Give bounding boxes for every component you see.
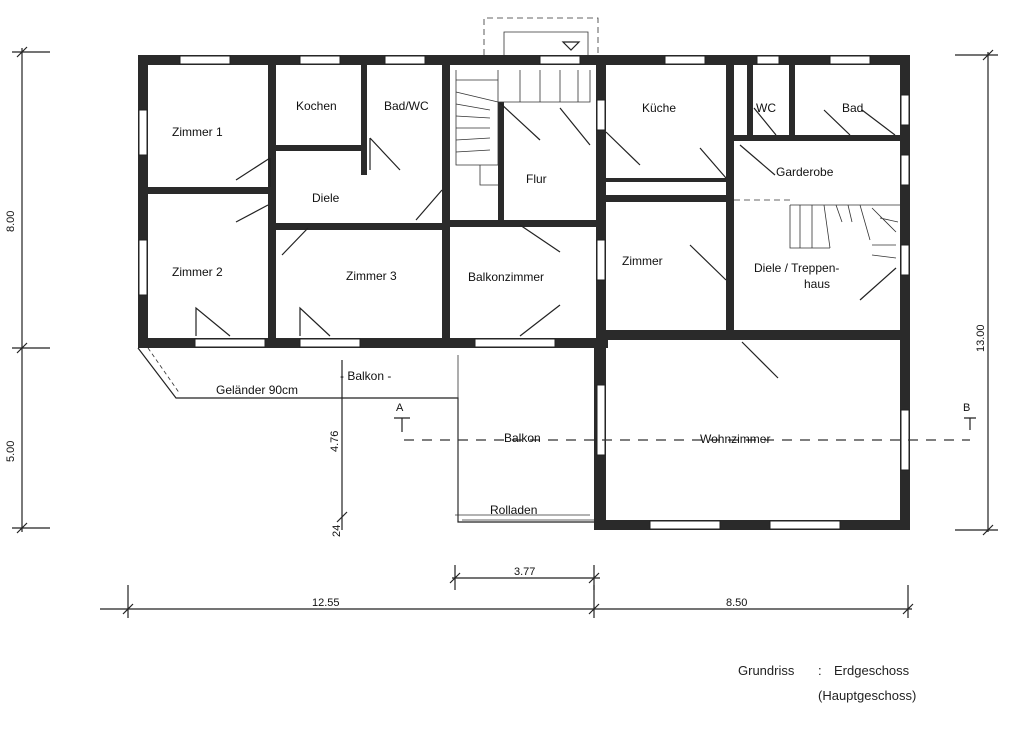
- label-wc: WC: [756, 101, 776, 115]
- label-flur: Flur: [526, 172, 547, 186]
- label-wohnzimmer: Wohnzimmer: [700, 432, 770, 446]
- label-balkon-upper: - Balkon -: [340, 369, 391, 383]
- dim-left-upper: 8.00: [5, 211, 17, 232]
- label-kochen: Kochen: [296, 99, 337, 113]
- label-balkonzimmer: Balkonzimmer: [468, 270, 544, 284]
- dim-width-right: 8.50: [726, 597, 747, 609]
- section-marker-a: A: [396, 402, 404, 414]
- label-bad: Bad: [842, 101, 863, 115]
- dim-right-total: 13.00: [975, 324, 987, 352]
- door-swings: [195, 102, 897, 379]
- dimension-lines: [12, 46, 998, 618]
- caption-label: Grundriss: [738, 663, 795, 678]
- caption-floor: Erdgeschoss: [834, 663, 910, 678]
- caption-subtitle: (Hauptgeschoss): [818, 688, 916, 703]
- interior-walls: [148, 65, 900, 348]
- label-zimmer1: Zimmer 1: [172, 125, 223, 139]
- label-zimmer: Zimmer: [622, 254, 663, 268]
- label-bad-wc: Bad/WC: [384, 99, 429, 113]
- section-marker-b: B: [963, 402, 970, 414]
- label-diele-treppenhaus: Diele / Treppen-: [754, 261, 839, 275]
- dim-left-lower: 5.00: [5, 441, 17, 462]
- entrance-canopy: [483, 17, 599, 55]
- caption-separator: :: [818, 663, 822, 678]
- room-labels: Zimmer 1 Kochen Bad/WC Küche WC Bad Diel…: [172, 99, 863, 517]
- staircase-right: [734, 199, 900, 259]
- label-diele: Diele: [312, 191, 340, 205]
- label-rolladen: Rolladen: [490, 503, 537, 517]
- label-zimmer2: Zimmer 2: [172, 265, 223, 279]
- balcony-area: [137, 347, 594, 523]
- staircase-left: [455, 70, 591, 186]
- dim-balcony-width: 3.77: [514, 566, 535, 578]
- label-kueche: Küche: [642, 101, 676, 115]
- label-balkon: Balkon: [504, 431, 541, 445]
- section-line: [394, 417, 976, 441]
- label-zimmer3: Zimmer 3: [346, 269, 397, 283]
- label-garderobe: Garderobe: [776, 165, 834, 179]
- dim-small: 24: [331, 525, 343, 537]
- label-diele-treppenhaus-2: haus: [804, 277, 830, 291]
- dim-balcony-depth: 4.76: [329, 431, 341, 452]
- windows: [138, 55, 910, 530]
- label-gelaender: Geländer 90cm: [216, 383, 298, 397]
- dim-width-left: 12.55: [312, 597, 340, 609]
- caption: Grundriss : Erdgeschoss (Hauptgeschoss): [738, 663, 916, 703]
